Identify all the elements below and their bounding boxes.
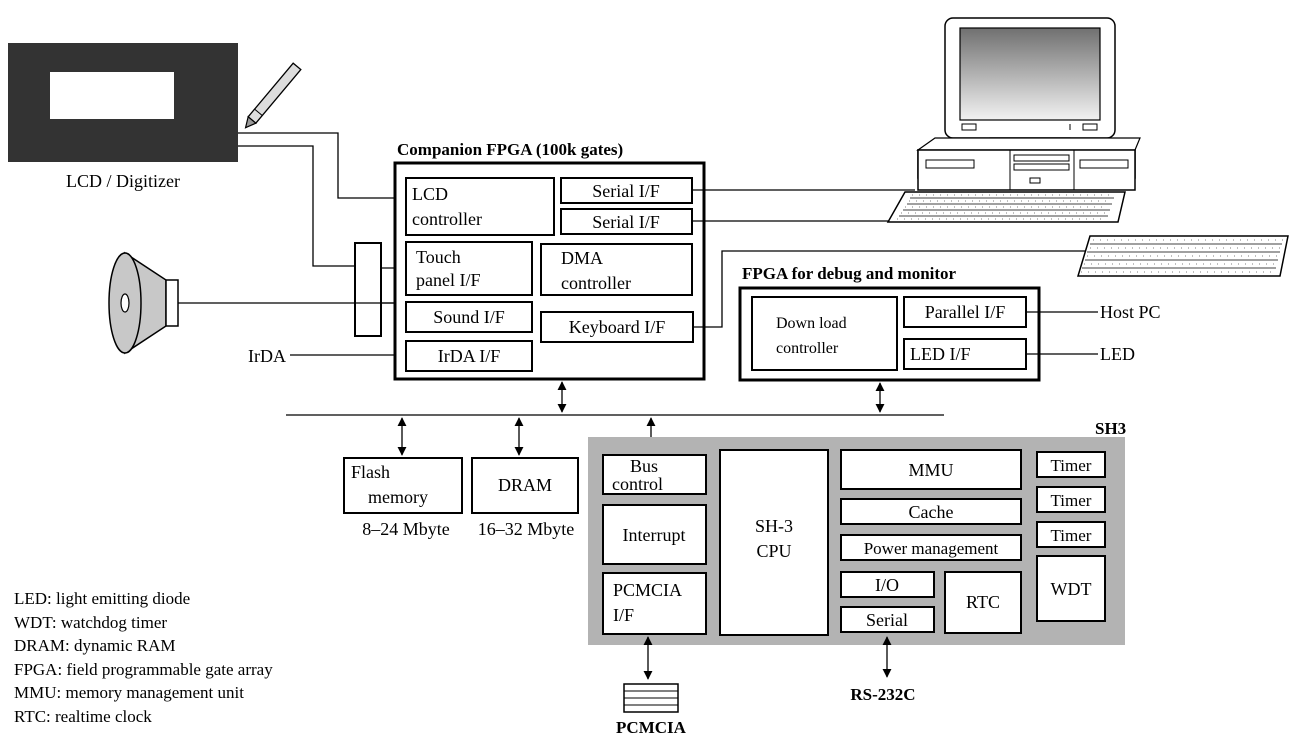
io-block: I/O	[840, 571, 935, 598]
bus-control-block: Bus control	[602, 454, 707, 495]
download-controller-line1: Down load	[776, 315, 847, 332]
flash-line2: memory	[368, 487, 428, 507]
cpu-line1: SH-3	[755, 516, 793, 536]
computer-icon	[886, 17, 1141, 223]
serial-label: Serial	[866, 610, 908, 630]
pc-wires	[692, 189, 1090, 328]
peripheral-wires	[178, 132, 406, 356]
legend-item: RTC: realtime clock	[14, 706, 152, 726]
flash-memory-block: Flash memory	[343, 457, 463, 514]
serial-if-label-2: Serial I/F	[592, 212, 660, 232]
led-label: LED	[1100, 344, 1135, 364]
companion-fpga: Companion FPGA (100k gates) LCD controll…	[393, 140, 706, 381]
interrupt-label: Interrupt	[623, 525, 686, 545]
timer-block-2: Timer	[1036, 486, 1106, 513]
legend-item: MMU: memory management unit	[14, 683, 244, 702]
speaker-icon	[108, 251, 179, 355]
irda-if-label: IrDA I/F	[438, 346, 501, 366]
dma-controller-line1: DMA	[561, 248, 603, 268]
lcd-digitizer-label: LCD / Digitizer	[66, 171, 180, 191]
rtc-label: RTC	[966, 592, 1000, 612]
debug-fpga-title: FPGA for debug and monitor	[742, 264, 957, 283]
download-controller-block: Down load controller	[751, 296, 898, 371]
dram-block: DRAM	[471, 457, 579, 514]
timer-label-1: Timer	[1051, 456, 1092, 475]
debug-fpga: FPGA for debug and monitor Down load con…	[738, 264, 1041, 382]
abbreviation-legend: LED: light emitting diode WDT: watchdog …	[14, 587, 273, 728]
legend-item: LED: light emitting diode	[14, 589, 191, 608]
irda-label: IrDA	[248, 346, 286, 366]
bus-control-line1: Bus	[630, 456, 658, 476]
mmu-label: MMU	[908, 460, 953, 480]
sh3-title: SH3	[1095, 419, 1126, 438]
cpu-line2: CPU	[756, 541, 791, 561]
rs232c-label: RS-232C	[850, 685, 915, 704]
dram-label: DRAM	[498, 475, 552, 495]
interrupt-block: Interrupt	[602, 504, 707, 565]
keyboard-if-label: Keyboard I/F	[569, 317, 665, 337]
legend-item: WDT: watchdog timer	[14, 612, 168, 632]
io-label: I/O	[875, 575, 899, 595]
stylus-icon	[244, 62, 302, 129]
power-management-block: Power management	[840, 534, 1022, 561]
flash-line1: Flash	[351, 462, 390, 482]
lcd-controller-block: LCD controller	[405, 177, 555, 236]
lcd-digitizer: LCD / Digitizer	[8, 43, 238, 191]
download-controller-line2: controller	[776, 340, 839, 357]
serial-if-block-1: Serial I/F	[560, 177, 693, 204]
sound-touch-junction	[354, 242, 382, 337]
wdt-block: WDT	[1036, 555, 1106, 622]
dram-size: 16–32 Mbyte	[478, 519, 575, 539]
rtc-block: RTC	[944, 571, 1022, 634]
timer-label-3: Timer	[1051, 526, 1092, 545]
sound-if-block: Sound I/F	[405, 301, 533, 333]
timer-block-3: Timer	[1036, 521, 1106, 548]
keyboard-if-block: Keyboard I/F	[540, 311, 694, 343]
serial-if-block-2: Serial I/F	[560, 208, 693, 235]
companion-fpga-title: Companion FPGA (100k gates)	[397, 140, 623, 159]
cache-label: Cache	[909, 502, 954, 522]
lcd-controller-line2: controller	[412, 209, 482, 229]
flash-size: 8–24 Mbyte	[362, 519, 450, 539]
sh3-chip: SH3 Bus control Interrupt PCMCIA I/F SH-…	[588, 419, 1126, 645]
touch-panel-line1: Touch	[416, 247, 461, 267]
mmu-block: MMU	[840, 449, 1022, 490]
led-if-label: LED I/F	[910, 344, 971, 364]
pcmcia-if-line1: PCMCIA	[613, 580, 682, 600]
parallel-if-block: Parallel I/F	[903, 296, 1027, 328]
sound-if-label: Sound I/F	[433, 307, 505, 327]
pcmcia-if-line2: I/F	[613, 605, 634, 625]
keyboard-icon	[1076, 235, 1289, 277]
pcmcia-label: PCMCIA	[616, 718, 687, 737]
serial-block: Serial	[840, 606, 935, 633]
lcd-controller-line1: LCD	[412, 184, 448, 204]
irda-if-block: IrDA I/F	[405, 340, 533, 372]
dma-controller-line2: controller	[561, 273, 631, 293]
touch-panel-line2: panel I/F	[416, 270, 481, 290]
wdt-label: WDT	[1051, 579, 1092, 599]
timer-label-2: Timer	[1051, 491, 1092, 510]
cache-block: Cache	[840, 498, 1022, 525]
legend-item: DRAM: dynamic RAM	[14, 636, 176, 655]
cpu-block: SH-3 CPU	[719, 449, 829, 636]
led-if-block: LED I/F	[903, 338, 1027, 370]
legend-item: FPGA: field programmable gate array	[14, 659, 273, 679]
serial-if-label-1: Serial I/F	[592, 181, 660, 201]
host-pc-label: Host PC	[1100, 302, 1161, 322]
touch-panel-if-block: Touch panel I/F	[405, 241, 533, 296]
power-management-label: Power management	[864, 539, 999, 558]
bus-control-line2: control	[612, 474, 663, 494]
timer-block-1: Timer	[1036, 451, 1106, 478]
parallel-if-label: Parallel I/F	[925, 302, 1005, 322]
dma-controller-block: DMA controller	[540, 243, 693, 296]
pcmcia-card-icon	[623, 683, 679, 713]
pcmcia-if-block: PCMCIA I/F	[602, 572, 707, 635]
